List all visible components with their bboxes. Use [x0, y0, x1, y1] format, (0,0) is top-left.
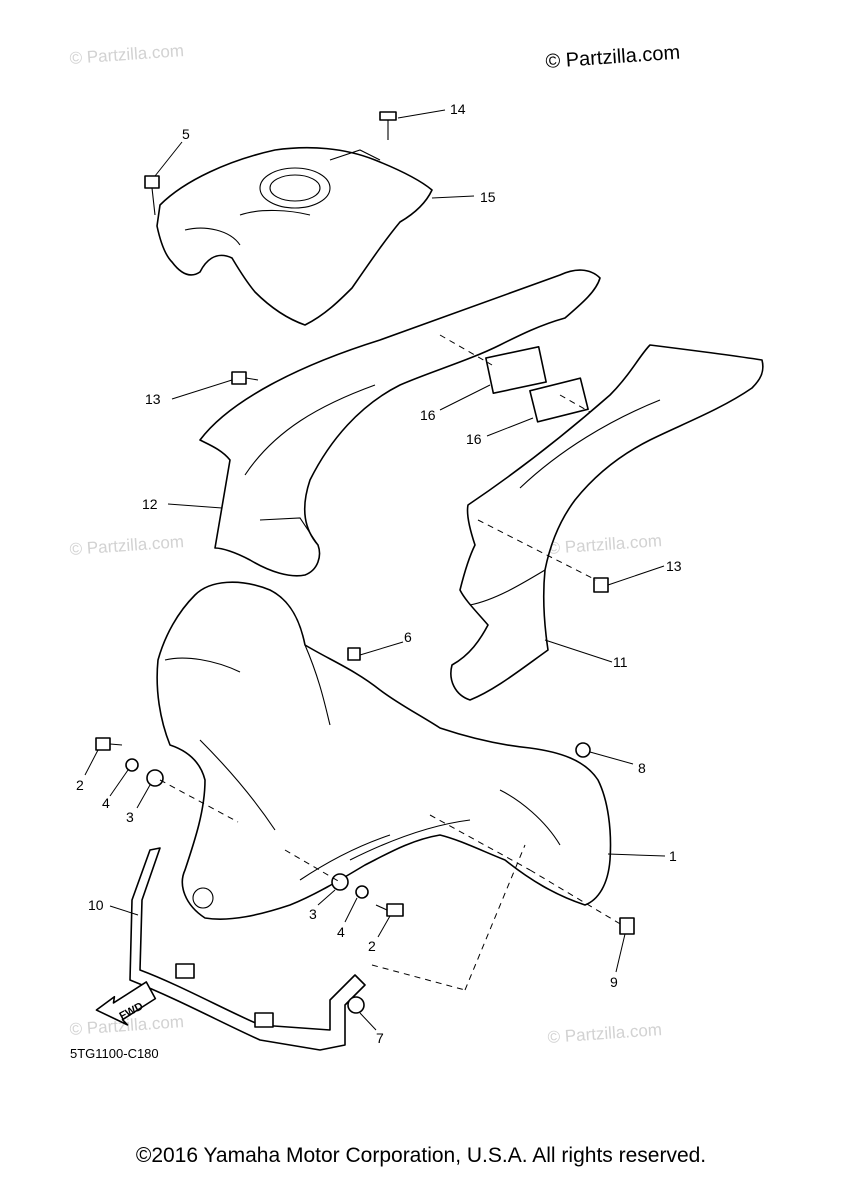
watermark-bottom-right: © Partzilla.com	[547, 1020, 663, 1047]
fuel-cap-opening	[259, 167, 331, 209]
bolt-13-upper	[231, 371, 247, 385]
watermark-mid-right: © Partzilla.com	[547, 531, 663, 558]
part-15-top-cover	[156, 146, 433, 326]
callout-2-right: 2	[368, 938, 376, 954]
callout-15: 15	[480, 189, 496, 205]
callout-1: 1	[669, 848, 677, 864]
callout-4-left: 4	[102, 795, 110, 811]
callout-14: 14	[450, 101, 466, 117]
nut-6	[347, 647, 361, 661]
rivet-8	[575, 742, 591, 758]
copyright-footer: ©2016 Yamaha Motor Corporation, U.S.A. A…	[136, 1144, 706, 1167]
leader-lines	[84, 109, 666, 1031]
bolt-5	[144, 175, 160, 189]
callout-7: 7	[376, 1030, 384, 1046]
collar-3-left	[146, 769, 164, 787]
callout-12: 12	[142, 496, 158, 512]
callout-5: 5	[182, 126, 190, 142]
callout-16-a: 16	[420, 407, 436, 423]
callout-13-upper: 13	[145, 391, 161, 407]
watermark-main: © Partzilla.com	[545, 42, 681, 73]
collar-3-right	[331, 873, 349, 891]
bolt-2-right	[386, 903, 404, 917]
watermark-top-left: © Partzilla.com	[69, 41, 185, 68]
callout-2-left: 2	[76, 777, 84, 793]
part-1-front-fender	[156, 581, 612, 920]
part-11-side-cover	[450, 344, 764, 701]
part-16-label-a	[485, 345, 547, 395]
hardware	[95, 111, 635, 1014]
fender-hole	[192, 887, 214, 909]
bracket-clip-b	[254, 1012, 274, 1028]
washer-4-left	[125, 758, 139, 772]
part-16-label-b	[529, 377, 589, 423]
callout-8: 8	[638, 760, 646, 776]
nut-9	[619, 917, 635, 935]
callout-13-lower: 13	[666, 558, 682, 574]
bolt-13-lower	[593, 577, 609, 593]
washer-4-right	[355, 885, 369, 899]
part-12-side-cover	[199, 269, 601, 577]
grommet-7	[347, 996, 365, 1014]
alignment-lines	[159, 334, 623, 991]
part-10-bracket	[129, 847, 366, 1051]
callout-10: 10	[88, 897, 104, 913]
callout-6: 6	[404, 629, 412, 645]
callout-3-left: 3	[126, 809, 134, 825]
watermark-mid-left: © Partzilla.com	[69, 532, 185, 559]
callout-3-right: 3	[309, 906, 317, 922]
callout-9: 9	[610, 974, 618, 990]
callout-16-b: 16	[466, 431, 482, 447]
bolt-2-left	[95, 737, 111, 751]
callout-4-right: 4	[337, 924, 345, 940]
bracket-clip-a	[175, 963, 195, 979]
diagram-code: 5TG1100-C180	[70, 1046, 159, 1061]
screw-14	[379, 111, 397, 121]
callout-11: 11	[613, 654, 628, 670]
callout-numbers: 5 14 15 13 16 16 12 13 11 6 2 4 3 8 1 3 …	[76, 101, 682, 1046]
